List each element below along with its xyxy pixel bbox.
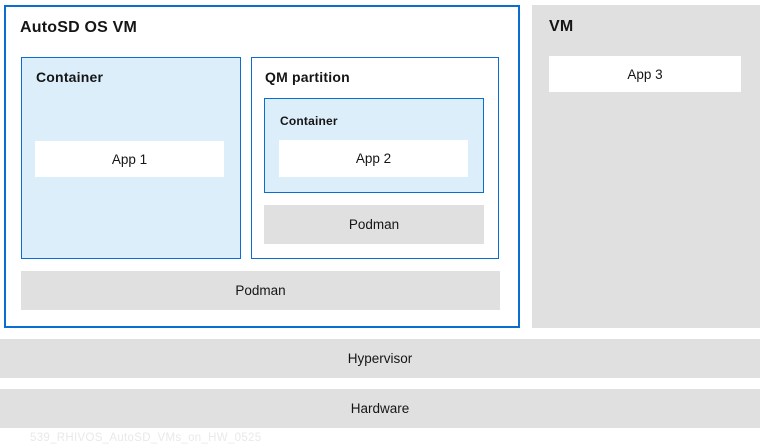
container-left-title: Container [36,69,104,85]
autosd-podman-bar: Podman [21,271,500,310]
app2-box: App 2 [279,140,468,177]
app3-box: App 3 [549,56,741,92]
qm-partition-title: QM partition [265,69,350,85]
diagram-watermark-caption: 539_RHIVOS_AutoSD_VMs_on_HW_0525 [30,432,262,444]
hardware-bar: Hardware [0,389,760,428]
autosd-os-vm-box: AutoSD OS VM Container App 1 QM partitio… [4,5,520,328]
container-box-left: Container App 1 [21,57,241,259]
qm-container-box: Container App 2 [264,98,484,193]
qm-podman-bar: Podman [264,205,484,244]
app1-box: App 1 [35,141,224,177]
autosd-os-vm-title: AutoSD OS VM [20,19,138,36]
vm-box: VM App 3 [532,5,760,328]
qm-partition-box: QM partition Container App 2 Podman [251,57,499,259]
vm-title: VM [549,18,574,35]
qm-container-title: Container [280,114,338,128]
hypervisor-bar: Hypervisor [0,339,760,378]
